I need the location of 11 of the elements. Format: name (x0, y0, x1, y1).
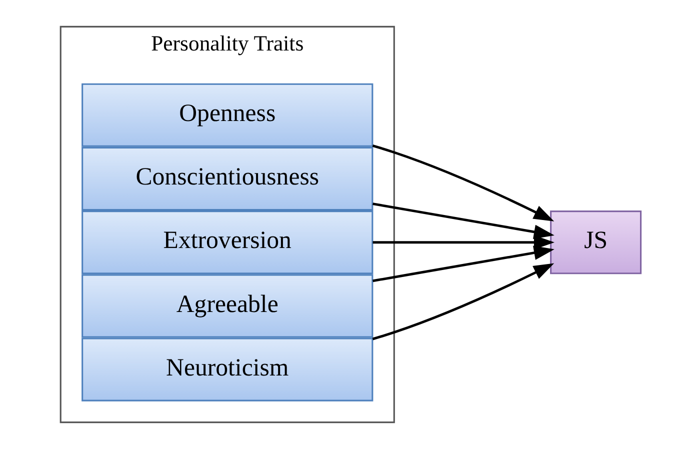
node-box: Extroversion (82, 210, 374, 274)
node-box: Conscientiousness (82, 146, 374, 211)
arrow (372, 202, 554, 239)
arrow (372, 263, 554, 340)
arrow (372, 144, 554, 222)
node-box: Neuroticism (82, 338, 374, 402)
arrow (372, 246, 554, 282)
arrow (372, 235, 554, 250)
node-box: JS (550, 210, 642, 274)
node-box: Openness (82, 83, 374, 147)
node-box: Agreeable (82, 274, 374, 338)
